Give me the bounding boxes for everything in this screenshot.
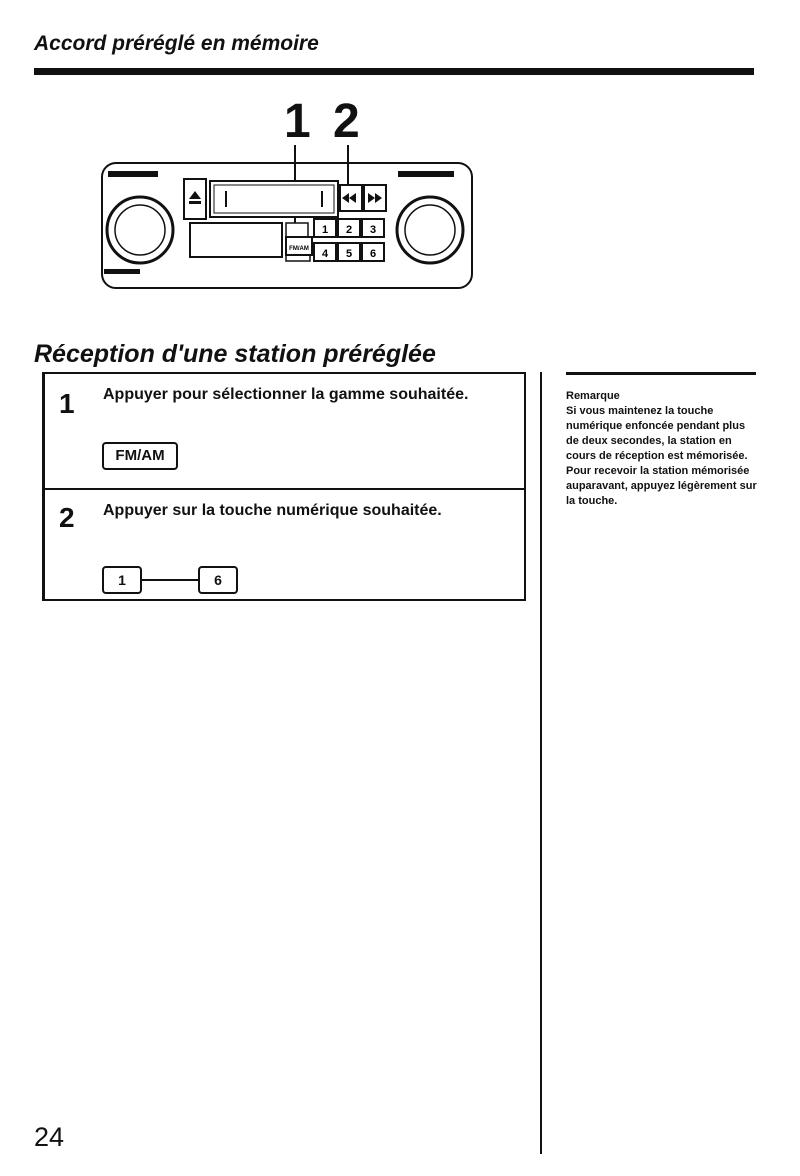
cassette-slot [209, 180, 339, 218]
callout-1: 1 [284, 95, 311, 148]
fast-forward-icon [368, 193, 382, 203]
callout-2: 2 [333, 95, 360, 148]
diagram-preset-label: 6 [370, 248, 376, 260]
preset-keypad: 1 2 3 4 5 6 FM/AM [285, 218, 385, 262]
page-title: Accord préréglé en mémoire [34, 32, 319, 55]
page-number: 24 [34, 1122, 65, 1152]
preset-key-6: 6 [198, 566, 238, 594]
diagram-preset-label: 2 [346, 224, 352, 236]
title-rule [34, 68, 754, 75]
diagram-preset-key [361, 242, 385, 262]
steps-box: 1 Appuyer pour sélectionner la gamme sou… [42, 372, 526, 601]
diagram-preset-label: 5 [346, 248, 352, 260]
note-rule [566, 372, 756, 375]
eject-icon [189, 191, 201, 204]
range-dash [142, 579, 198, 581]
note-heading: Remarque [566, 390, 620, 402]
rewind-icon [342, 193, 356, 203]
step-text: Appuyer pour sélectionner la gamme souha… [103, 386, 469, 403]
volume-knob-icon [105, 195, 175, 265]
note-body: Si vous maintenez la touche numérique en… [566, 405, 757, 507]
diagram-preset-key [361, 218, 385, 238]
display-window [189, 222, 283, 258]
step-number: 1 [59, 388, 75, 419]
diagram-preset-key [337, 242, 361, 262]
step-divider [45, 488, 524, 490]
diagram-band-key [285, 236, 313, 256]
preset-key-1: 1 [102, 566, 142, 594]
tuning-knob-icon [395, 195, 465, 265]
step-number: 2 [59, 502, 75, 533]
diagram-preset-key [313, 242, 337, 262]
section-title: Réception d'une station préréglée [34, 340, 436, 368]
car-stereo-diagram: 1 2 3 4 5 6 FM/AM [101, 145, 473, 289]
column-divider [540, 372, 542, 1154]
step-text: Appuyer sur la touche numérique souhaité… [103, 502, 442, 519]
diagram-preset-key [337, 218, 361, 238]
fm-am-key: FM/AM [102, 442, 178, 470]
diagram-preset-label: 1 [322, 224, 328, 236]
diagram-band-label: FM/AM [289, 246, 309, 252]
diagram-preset-key [313, 218, 337, 238]
diagram-preset-label: 4 [322, 248, 329, 260]
diagram-preset-label: 3 [370, 224, 376, 236]
